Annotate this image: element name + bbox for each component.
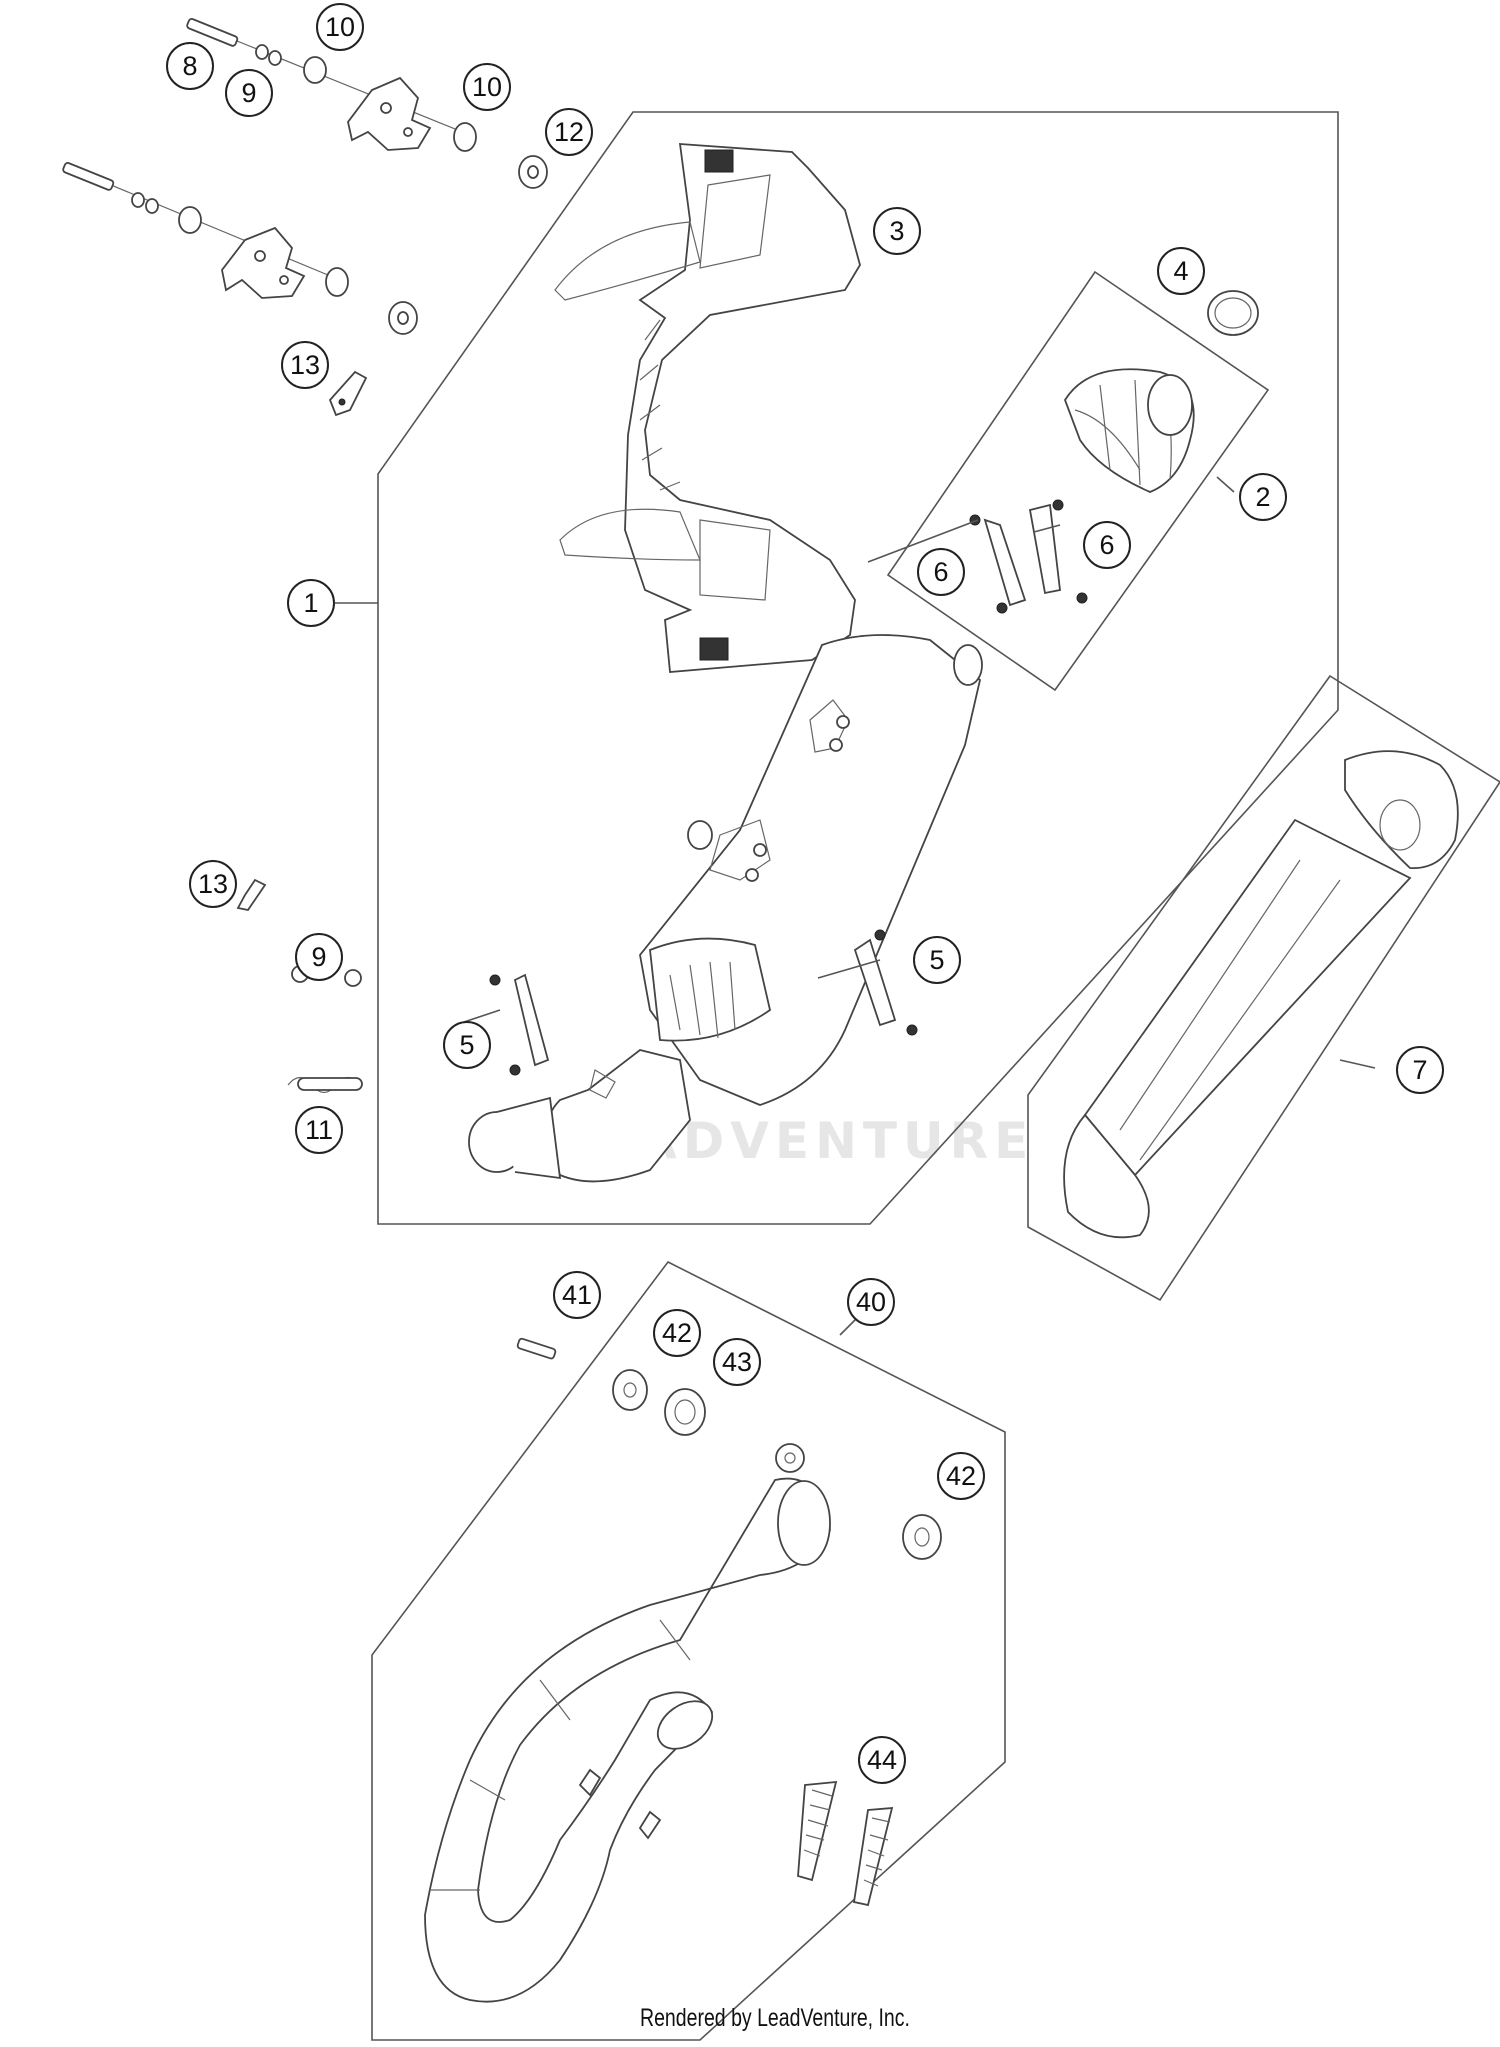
callout-7: 7: [1396, 1046, 1444, 1094]
svg-text:10: 10: [472, 72, 502, 102]
svg-text:3: 3: [889, 216, 904, 246]
header-bolt: [516, 1337, 557, 1360]
muffler-clips: [489, 929, 918, 1076]
callout-41: 41: [553, 1271, 601, 1319]
callout-6a: 6: [917, 548, 965, 596]
callout-44: 44: [858, 1736, 906, 1784]
leader-lines: [334, 476, 1376, 1336]
svg-text:8: 8: [182, 51, 197, 81]
callout-6b: 6: [1083, 521, 1131, 569]
callout-11: 11: [295, 1106, 343, 1154]
svg-text:1: 1: [303, 588, 318, 618]
silencer-sleeve: [1063, 750, 1459, 1239]
callout-4: 4: [1157, 247, 1205, 295]
spring-clamp-small: [236, 878, 362, 987]
svg-text:2: 2: [1255, 482, 1270, 512]
callout-43: 43: [713, 1338, 761, 1386]
svg-text:4: 4: [1173, 256, 1188, 286]
callout-42a: 42: [653, 1309, 701, 1357]
svg-text:40: 40: [856, 1287, 886, 1317]
callout-3: 3: [873, 207, 921, 255]
svg-text:42: 42: [946, 1461, 976, 1491]
callout-12: 12: [545, 108, 593, 156]
svg-text:10: 10: [325, 12, 355, 42]
svg-text:43: 43: [722, 1347, 752, 1377]
callout-5a: 5: [443, 1021, 491, 1069]
svg-text:12: 12: [554, 117, 584, 147]
mounting-hardware-lower: [62, 162, 418, 417]
svg-text:7: 7: [1412, 1055, 1427, 1085]
callout-8: 8: [166, 42, 214, 90]
svg-text:9: 9: [311, 942, 326, 972]
exhaust-header-pipe: [424, 1443, 831, 2003]
callout-9b: 9: [295, 933, 343, 981]
callout-1: 1: [287, 579, 335, 627]
silencer-sleeve-outline: [1027, 674, 1500, 1302]
svg-text:6: 6: [1099, 530, 1114, 560]
callout-5b: 5: [913, 936, 961, 984]
callout-40: 40: [847, 1278, 895, 1326]
spring-11: [287, 1076, 363, 1094]
callout-42b: 42: [937, 1452, 985, 1500]
svg-text:6: 6: [933, 557, 948, 587]
end-cap: [1064, 290, 1259, 493]
heat-shield: [554, 143, 861, 673]
svg-text:41: 41: [562, 1280, 592, 1310]
callout-13a: 13: [281, 341, 329, 389]
footer-credit: Rendered by LeadVenture, Inc.: [640, 2004, 910, 2032]
callout-13b: 13: [189, 860, 237, 908]
muffler-body: [468, 634, 983, 1183]
mounting-hardware-upper: [186, 18, 548, 189]
svg-text:44: 44: [867, 1745, 897, 1775]
svg-text:9: 9: [241, 78, 256, 108]
svg-text:13: 13: [290, 350, 320, 380]
callout-9a: 9: [225, 69, 273, 117]
callout-10a: 10: [316, 3, 364, 51]
end-cap-clips: [969, 499, 1088, 614]
manifold-washers: [612, 1369, 942, 1560]
callout-2: 2: [1239, 473, 1287, 521]
svg-text:5: 5: [459, 1030, 474, 1060]
header-springs: [797, 1780, 894, 1907]
svg-text:11: 11: [305, 1115, 333, 1145]
svg-text:13: 13: [198, 869, 228, 899]
svg-text:42: 42: [662, 1318, 692, 1348]
callout-10b: 10: [463, 63, 511, 111]
muffler-assembly-outline: [377, 111, 1339, 1225]
end-cap-kit-outline: [886, 270, 1270, 692]
manifold-assembly-outline: [371, 1260, 1006, 2041]
svg-text:5: 5: [929, 945, 944, 975]
